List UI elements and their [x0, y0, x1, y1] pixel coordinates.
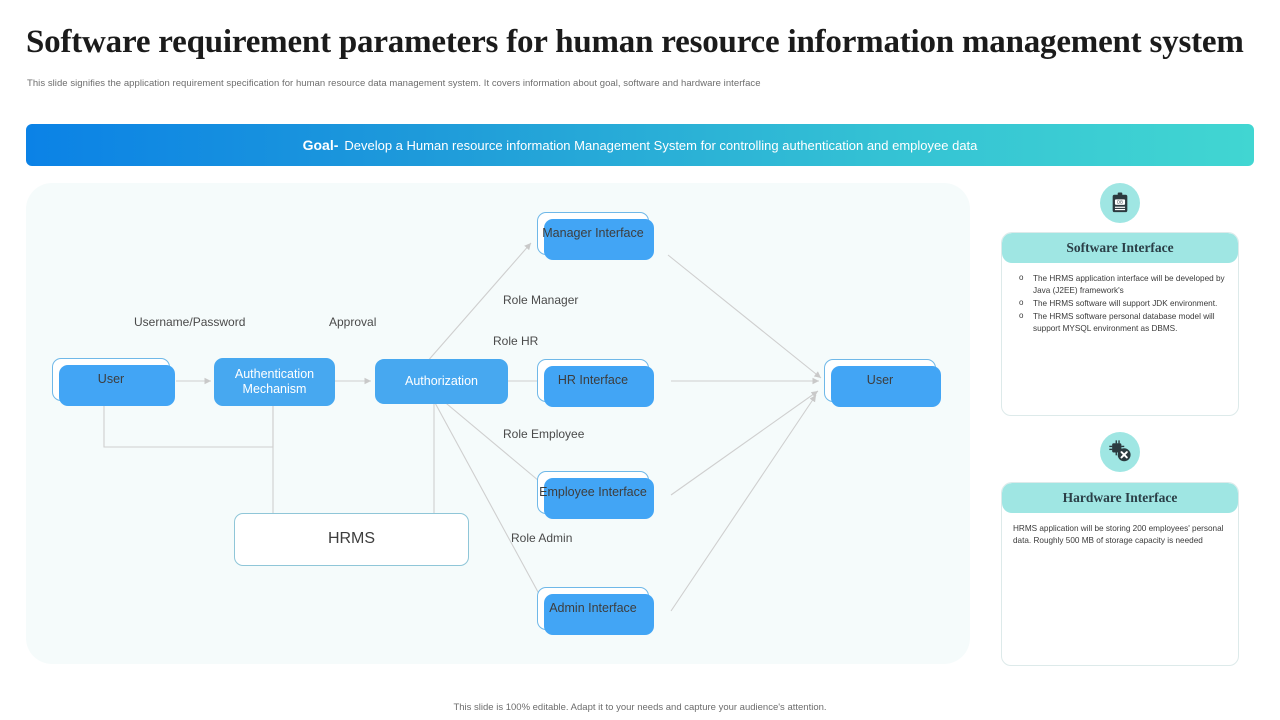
hardware-interface-card: Hardware Interface HRMS application will… — [1001, 482, 1239, 666]
software-interface-title: Software Interface — [1002, 233, 1238, 263]
diagram-node-authentication-mechanism[interactable]: Authentication Mechanism — [214, 358, 335, 406]
list-item: The HRMS software personal database mode… — [1014, 310, 1226, 335]
chip-error-glyph — [1109, 440, 1131, 462]
hardware-interface-title: Hardware Interface — [1002, 483, 1238, 513]
diagram-connectors — [100, 242, 822, 612]
goal-banner: Goal- Develop a Human resource informati… — [26, 124, 1254, 166]
goal-label: Goal- — [302, 137, 339, 153]
diagram-node-hrms[interactable]: HRMS — [234, 513, 469, 566]
edge-label-role-hr: Role HR — [493, 334, 539, 348]
goal-text: Develop a Human resource information Man… — [344, 137, 978, 153]
software-interface-card: Software Interface The HRMS application … — [1001, 232, 1239, 416]
software-interface-bullets: The HRMS application interface will be d… — [1014, 272, 1226, 335]
list-item: The HRMS application interface will be d… — [1014, 272, 1226, 297]
clipboard-database-icon: DB — [1100, 183, 1140, 223]
diagram-panel: Username/Password Approval Role Manager … — [26, 183, 970, 664]
diagram-node-authorization[interactable]: Authorization — [375, 359, 508, 404]
software-interface-body: The HRMS application interface will be d… — [1002, 263, 1238, 345]
diagram-node-manager-interface[interactable]: Manager Interface — [537, 212, 654, 260]
diagram-node-employee-interface[interactable]: Employee Interface — [537, 471, 654, 519]
edge-label-role-employee: Role Employee — [503, 427, 585, 441]
list-item: The HRMS software will support JDK envir… — [1014, 297, 1226, 310]
edge-label-role-admin: Role Admin — [511, 531, 573, 545]
edge-label-role-manager: Role Manager — [503, 293, 579, 307]
page-title: Software requirement parameters for huma… — [26, 24, 1244, 60]
diagram-node-admin-interface[interactable]: Admin Interface — [537, 587, 654, 635]
clipboard-database-glyph: DB — [1112, 192, 1128, 213]
footer-note: This slide is 100% editable. Adapt it to… — [453, 702, 827, 713]
hardware-interface-body: HRMS application will be storing 200 emp… — [1013, 524, 1224, 545]
edge-label-approval: Approval — [329, 315, 377, 329]
chip-error-icon — [1100, 432, 1140, 472]
diagram-node-user-right[interactable]: User — [824, 359, 941, 407]
page-subtitle: This slide signifies the application req… — [27, 78, 761, 89]
diagram-node-user-left[interactable]: User — [52, 358, 175, 406]
diagram-node-hr-interface[interactable]: HR Interface — [537, 359, 654, 407]
svg-text:DB: DB — [1117, 200, 1123, 205]
edge-label-username-password: Username/Password — [134, 315, 246, 329]
